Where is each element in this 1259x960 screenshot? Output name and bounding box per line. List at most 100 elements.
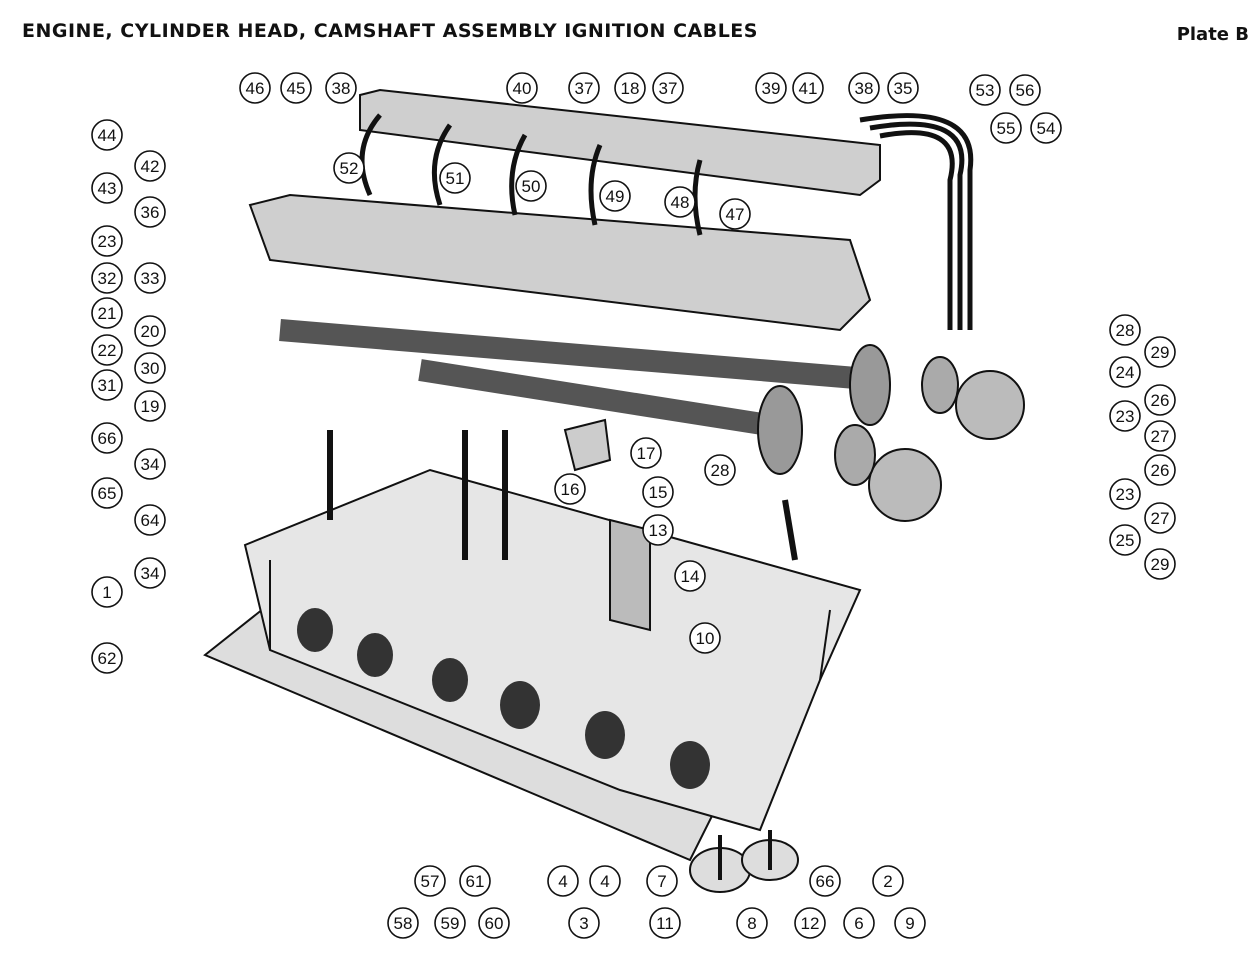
callout-number: 29 [1151, 343, 1170, 362]
callout-60: 60 [478, 907, 510, 939]
callout-circle [333, 152, 365, 184]
callout-circle [91, 225, 123, 257]
callout-28: 28 [1109, 314, 1141, 346]
callout-circle [599, 180, 631, 212]
callout-45: 45 [280, 72, 312, 104]
callout-35: 35 [887, 72, 919, 104]
callout-circle [387, 907, 419, 939]
callout-circle [589, 865, 621, 897]
callout-circle [1030, 112, 1062, 144]
callout-number: 37 [659, 79, 678, 98]
callout-circle [664, 186, 696, 218]
callout-62: 62 [91, 642, 123, 674]
callout-number: 9 [905, 914, 914, 933]
callout-42: 42 [134, 150, 166, 182]
callout-57: 57 [414, 865, 446, 897]
callout-39: 39 [755, 72, 787, 104]
callout-number: 22 [98, 341, 117, 360]
callout-2: 2 [872, 865, 904, 897]
callout-38: 38 [848, 72, 880, 104]
sprocket-lower [868, 448, 942, 522]
callout-circle [134, 150, 166, 182]
callout-circle [134, 315, 166, 347]
callout-number: 30 [141, 359, 160, 378]
callout-number: 12 [801, 914, 820, 933]
callout-number: 56 [1016, 81, 1035, 100]
callout-26: 26 [1144, 384, 1176, 416]
callout-48: 48 [664, 186, 696, 218]
callout-number: 14 [681, 567, 700, 586]
callout-30: 30 [134, 352, 166, 384]
callout-33: 33 [134, 262, 166, 294]
callout-number: 40 [513, 79, 532, 98]
callout-19: 19 [134, 390, 166, 422]
callout-number: 20 [141, 322, 160, 341]
callout-circle [568, 72, 600, 104]
callout-number: 57 [421, 872, 440, 891]
callout-circle [91, 576, 123, 608]
callout-number: 15 [649, 483, 668, 502]
callout-number: 26 [1151, 461, 1170, 480]
callout-number: 37 [575, 79, 594, 98]
callout-number: 47 [726, 205, 745, 224]
callout-circle [719, 198, 751, 230]
callout-circle [91, 119, 123, 151]
studs [327, 430, 798, 561]
callout-53: 53 [969, 74, 1001, 106]
cylinder-head-illustration [203, 88, 1025, 893]
callout-number: 52 [340, 159, 359, 178]
callout-circle [1009, 74, 1041, 106]
callout-29: 29 [1144, 548, 1176, 580]
callout-circle [91, 477, 123, 509]
callout-circle [439, 162, 471, 194]
callout-number: 13 [649, 521, 668, 540]
callout-circle [568, 907, 600, 939]
callout-number: 1 [102, 583, 111, 602]
callout-66: 66 [809, 865, 841, 897]
callout-number: 36 [141, 203, 160, 222]
callout-circle [91, 422, 123, 454]
callout-number: 59 [441, 914, 460, 933]
callout-circle [1109, 314, 1141, 346]
callout-6: 6 [843, 907, 875, 939]
callout-number: 28 [1116, 321, 1135, 340]
callout-49: 49 [599, 180, 631, 212]
callout-4: 4 [547, 865, 579, 897]
callout-circle [1144, 502, 1176, 534]
callout-number: 55 [997, 119, 1016, 138]
callout-37: 37 [652, 72, 684, 104]
callout-circle [736, 907, 768, 939]
callout-20: 20 [134, 315, 166, 347]
callout-circle [1144, 384, 1176, 416]
callout-number: 4 [558, 872, 567, 891]
callout-number: 42 [141, 157, 160, 176]
callout-number: 7 [657, 872, 666, 891]
callout-circle [646, 865, 678, 897]
callout-circle [134, 196, 166, 228]
callout-circle [515, 170, 547, 202]
callout-25: 25 [1109, 524, 1141, 556]
callout-circle [674, 560, 706, 592]
callout-44: 44 [91, 119, 123, 151]
callout-52: 52 [333, 152, 365, 184]
callout-number: 41 [799, 79, 818, 98]
callout-61: 61 [459, 865, 491, 897]
callout-number: 29 [1151, 555, 1170, 574]
callout-number: 34 [141, 455, 160, 474]
callout-21: 21 [91, 297, 123, 329]
callout-circle [506, 72, 538, 104]
callout-number: 58 [394, 914, 413, 933]
callout-number: 3 [579, 914, 588, 933]
callout-number: 45 [287, 79, 306, 98]
callout-29: 29 [1144, 336, 1176, 368]
callout-4: 4 [589, 865, 621, 897]
callout-circle [990, 112, 1022, 144]
callout-circle [459, 865, 491, 897]
camshaft-upper [279, 319, 881, 391]
callout-number: 38 [855, 79, 874, 98]
callout-59: 59 [434, 907, 466, 939]
callout-51: 51 [439, 162, 471, 194]
callout-circle [91, 297, 123, 329]
callout-circle [134, 448, 166, 480]
